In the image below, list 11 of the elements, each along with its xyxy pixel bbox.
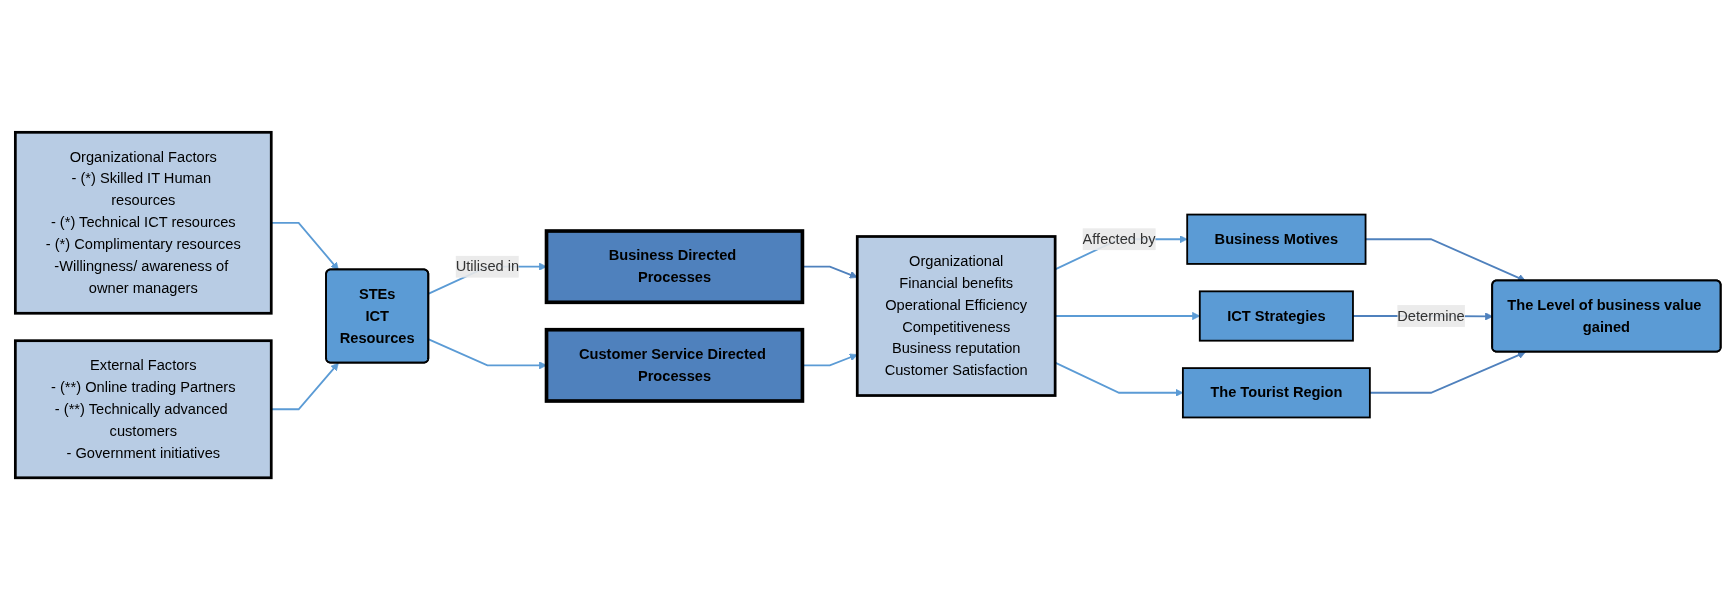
node-box: Organizational Factors - (*) Skilled IT Human resources - (*) Technical ICT resources - (*) Complimentary resources -Willingness/ awareness of owner managers bbox=[14, 131, 273, 316]
edge-label: Utilised in bbox=[455, 258, 520, 275]
node-box: External Factors - (**) Online trading Partners - (**) Technically advanced customers - Government initiatives bbox=[14, 339, 273, 480]
node-box: ICT Strategies bbox=[1198, 290, 1354, 343]
node-box: The Tourist Region bbox=[1181, 367, 1371, 419]
node-box: Customer Service Directed Processes bbox=[544, 328, 805, 404]
node-box: Organizational Financial benefits Operational Efficiency Competitiveness Business reputation Customer Satisfaction bbox=[855, 235, 1057, 398]
edge-label: Affected by bbox=[1082, 231, 1156, 248]
node-box: Business Directed Processes bbox=[544, 229, 805, 305]
node-box: Business Motives bbox=[1186, 214, 1367, 266]
edge-label: Determine bbox=[1397, 308, 1465, 324]
